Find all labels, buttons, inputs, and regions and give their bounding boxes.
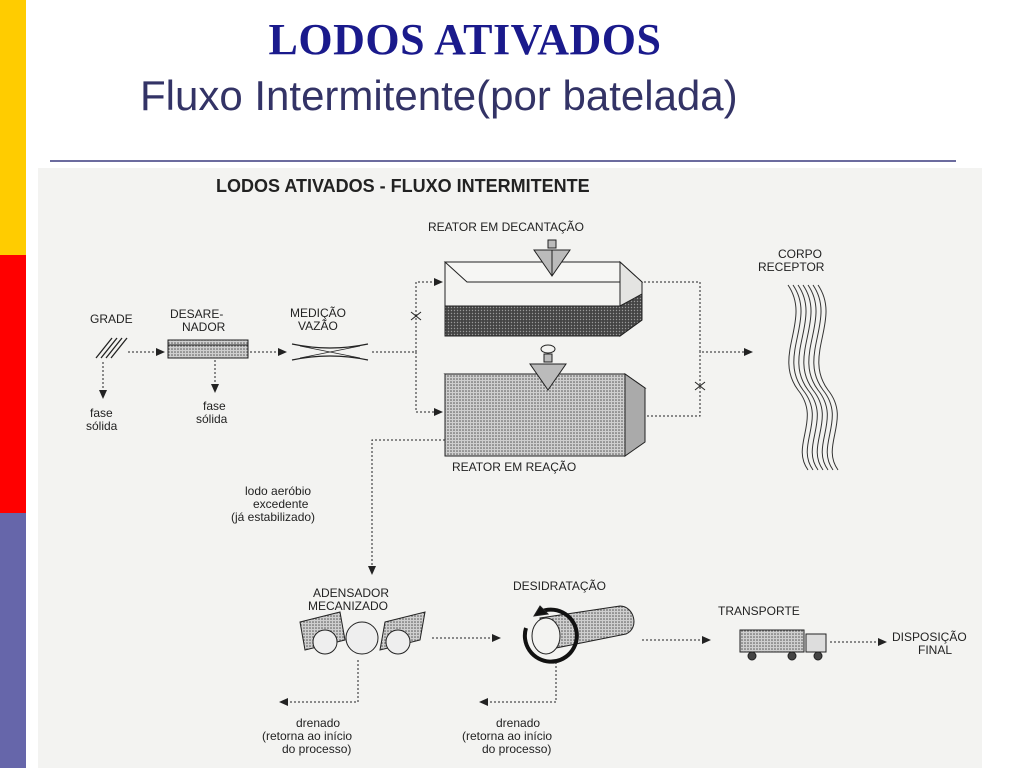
flow-line-decantacao-out <box>644 281 753 356</box>
label-medicao-2: VAZÃO <box>298 319 338 333</box>
label-fase-solida-1b: sólida <box>86 419 118 433</box>
label-drenado-2c: do processo) <box>482 742 551 756</box>
accent-bar-yellow <box>0 0 26 255</box>
label-desarenador-1: DESARE- <box>170 307 223 321</box>
title-divider <box>50 160 956 162</box>
accent-bar-blue <box>0 513 26 768</box>
label-disposicao-1: DISPOSIÇÃO <box>892 630 967 644</box>
flow-line-to-decantacao <box>415 278 443 352</box>
label-desidratacao: DESIDRATAÇÃO <box>513 579 606 593</box>
label-adensador-2: MECANIZADO <box>308 599 388 613</box>
grade-icon <box>95 337 128 359</box>
label-reator-decantacao: REATOR EM DECANTAÇÃO <box>428 220 584 234</box>
label-adensador-1: ADENSADOR <box>313 586 389 600</box>
label-corpo-receptor-2: RECEPTOR <box>758 260 825 274</box>
desidratacao-centrifuge-icon <box>522 605 635 664</box>
medicao-vazao-icon <box>291 343 369 361</box>
flow-line-lodo-excedente <box>368 439 445 575</box>
reator-reacao-tank <box>443 373 647 457</box>
label-lodo-2: excedente <box>253 497 309 511</box>
flow-line-reacao-out <box>647 352 701 417</box>
label-lodo-1: lodo aeróbio <box>245 484 311 498</box>
accent-bar-red <box>0 255 26 513</box>
reator-decantacao-tank <box>443 260 644 337</box>
label-drenado-1b: (retorna ao início <box>262 729 352 743</box>
label-corpo-receptor-1: CORPO <box>778 247 822 261</box>
slide-subtitle: Fluxo Intermitente(por batelada) <box>140 72 738 119</box>
flow-line-to-reacao <box>415 352 443 416</box>
diagram-heading: LODOS ATIVADOS - FLUXO INTERMITENTE <box>216 176 590 196</box>
label-fase-solida-2a: fase <box>203 399 226 413</box>
flow-line-desidratacao-drenado <box>479 662 557 706</box>
label-drenado-1a: drenado <box>296 716 340 730</box>
label-drenado-1c: do processo) <box>282 742 351 756</box>
slide-title: LODOS ATIVADOS <box>268 15 662 64</box>
label-drenado-2a: drenado <box>496 716 540 730</box>
label-lodo-3: (já estabilizado) <box>231 510 315 524</box>
label-fase-solida-1a: fase <box>90 406 113 420</box>
valve-icon <box>410 311 422 321</box>
adensador-mecanizado-icon <box>299 611 426 655</box>
label-transporte: TRANSPORTE <box>718 604 800 618</box>
desarenador-icon <box>167 339 249 359</box>
aerator-icon-bottom <box>529 344 567 391</box>
label-desarenador-2: NADOR <box>182 320 226 334</box>
corpo-receptor-river <box>787 284 839 471</box>
label-reator-reacao: REATOR EM REAÇÃO <box>452 460 576 474</box>
truck-icon <box>739 629 827 661</box>
label-fase-solida-2b: sólida <box>196 412 228 426</box>
label-disposicao-2: FINAL <box>918 643 952 657</box>
valve-icon-right <box>694 381 706 391</box>
label-medicao-1: MEDIÇÃO <box>290 306 346 320</box>
flow-line-adensador-drenado <box>279 660 359 706</box>
label-drenado-2b: (retorna ao início <box>462 729 552 743</box>
label-grade: GRADE <box>90 312 133 326</box>
aerator-icon-top <box>533 239 571 277</box>
